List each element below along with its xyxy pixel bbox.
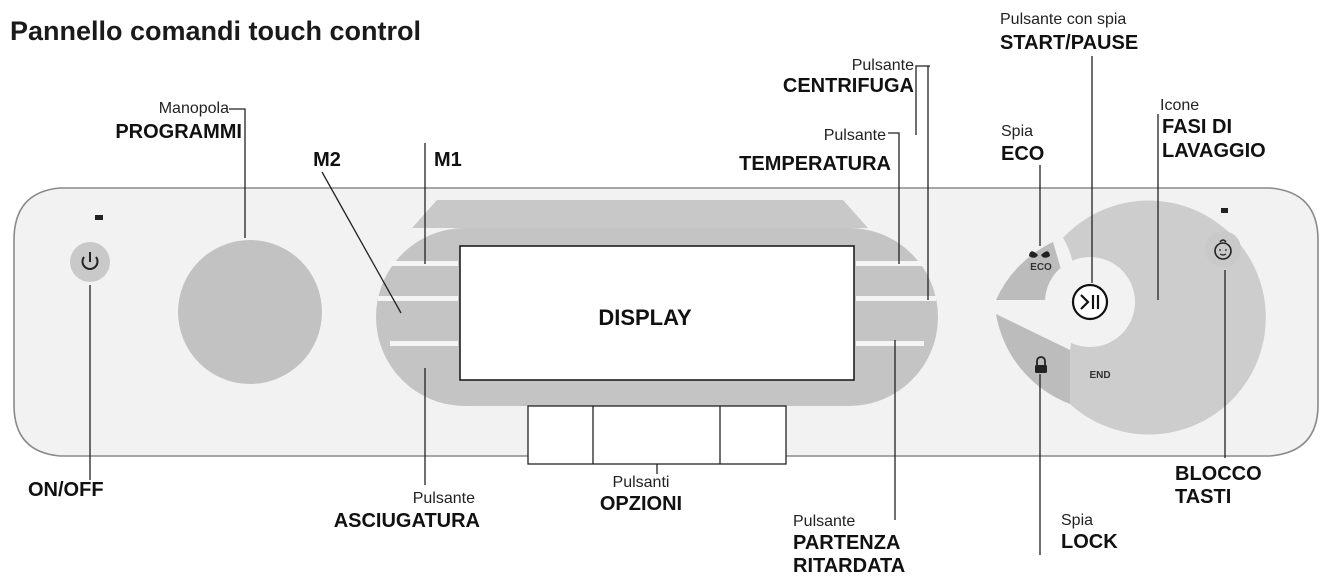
label-asciugatura: ASCIUGATURA <box>334 510 480 532</box>
options-buttons[interactable] <box>527 405 787 465</box>
start-pause-button[interactable] <box>1071 283 1109 321</box>
label-on-off: ON/OFF <box>28 479 104 501</box>
diagram-title: Pannello comandi touch control <box>10 16 421 46</box>
label-partenza-small: Pulsante <box>793 513 855 530</box>
label-m2: M2 <box>313 149 341 171</box>
end-mark: END <box>1089 370 1110 381</box>
label-centrifuga: CENTRIFUGA <box>783 75 914 97</box>
power-led <box>95 215 103 220</box>
start-pause-icon <box>1080 294 1100 310</box>
label-lock: LOCK <box>1061 531 1118 553</box>
label-programmi: PROGRAMMI <box>115 121 242 143</box>
label-fasi-1: FASI DI <box>1162 116 1232 138</box>
label-partenza-2: RITARDATA <box>793 555 905 576</box>
label-eco-small: Spia <box>1001 123 1033 140</box>
eco-leaf-icon <box>1029 251 1050 258</box>
label-temperatura-small: Pulsante <box>824 127 886 144</box>
label-fasi-2: LAVAGGIO <box>1162 140 1266 162</box>
label-blocco-1: BLOCCO <box>1175 463 1262 485</box>
lock-icon <box>1035 356 1047 373</box>
label-start-pause: START/PAUSE <box>1000 32 1138 54</box>
label-eco: ECO <box>1001 143 1044 165</box>
lock-segment[interactable] <box>996 314 1070 404</box>
eco-mark: ECO <box>1030 262 1052 273</box>
display-label: DISPLAY <box>598 305 692 330</box>
child-lock-icon <box>1214 239 1232 260</box>
program-knob[interactable] <box>178 240 322 384</box>
label-partenza-1: PARTENZA <box>793 532 900 554</box>
label-programmi-small: Manopola <box>159 100 229 117</box>
label-opzioni: OPZIONI <box>600 493 682 515</box>
label-opzioni-small: Pulsanti <box>613 474 670 491</box>
label-blocco-2: TASTI <box>1175 486 1231 508</box>
label-fasi-small: Icone <box>1160 97 1199 114</box>
power-icon <box>81 252 99 270</box>
display-screen <box>459 245 855 381</box>
child-lock-led <box>1221 208 1228 213</box>
label-lock-small: Spia <box>1061 512 1093 529</box>
label-m1: M1 <box>434 149 462 171</box>
label-temperatura: TEMPERATURA <box>739 153 891 175</box>
leader-lines <box>89 56 1226 555</box>
child-lock-button[interactable] <box>1205 231 1241 267</box>
label-start-pause-small: Pulsante con spia <box>1000 11 1126 28</box>
label-asciugatura-small: Pulsante <box>413 490 475 507</box>
label-centrifuga-small: Pulsante <box>852 57 914 74</box>
power-button[interactable] <box>70 242 110 282</box>
